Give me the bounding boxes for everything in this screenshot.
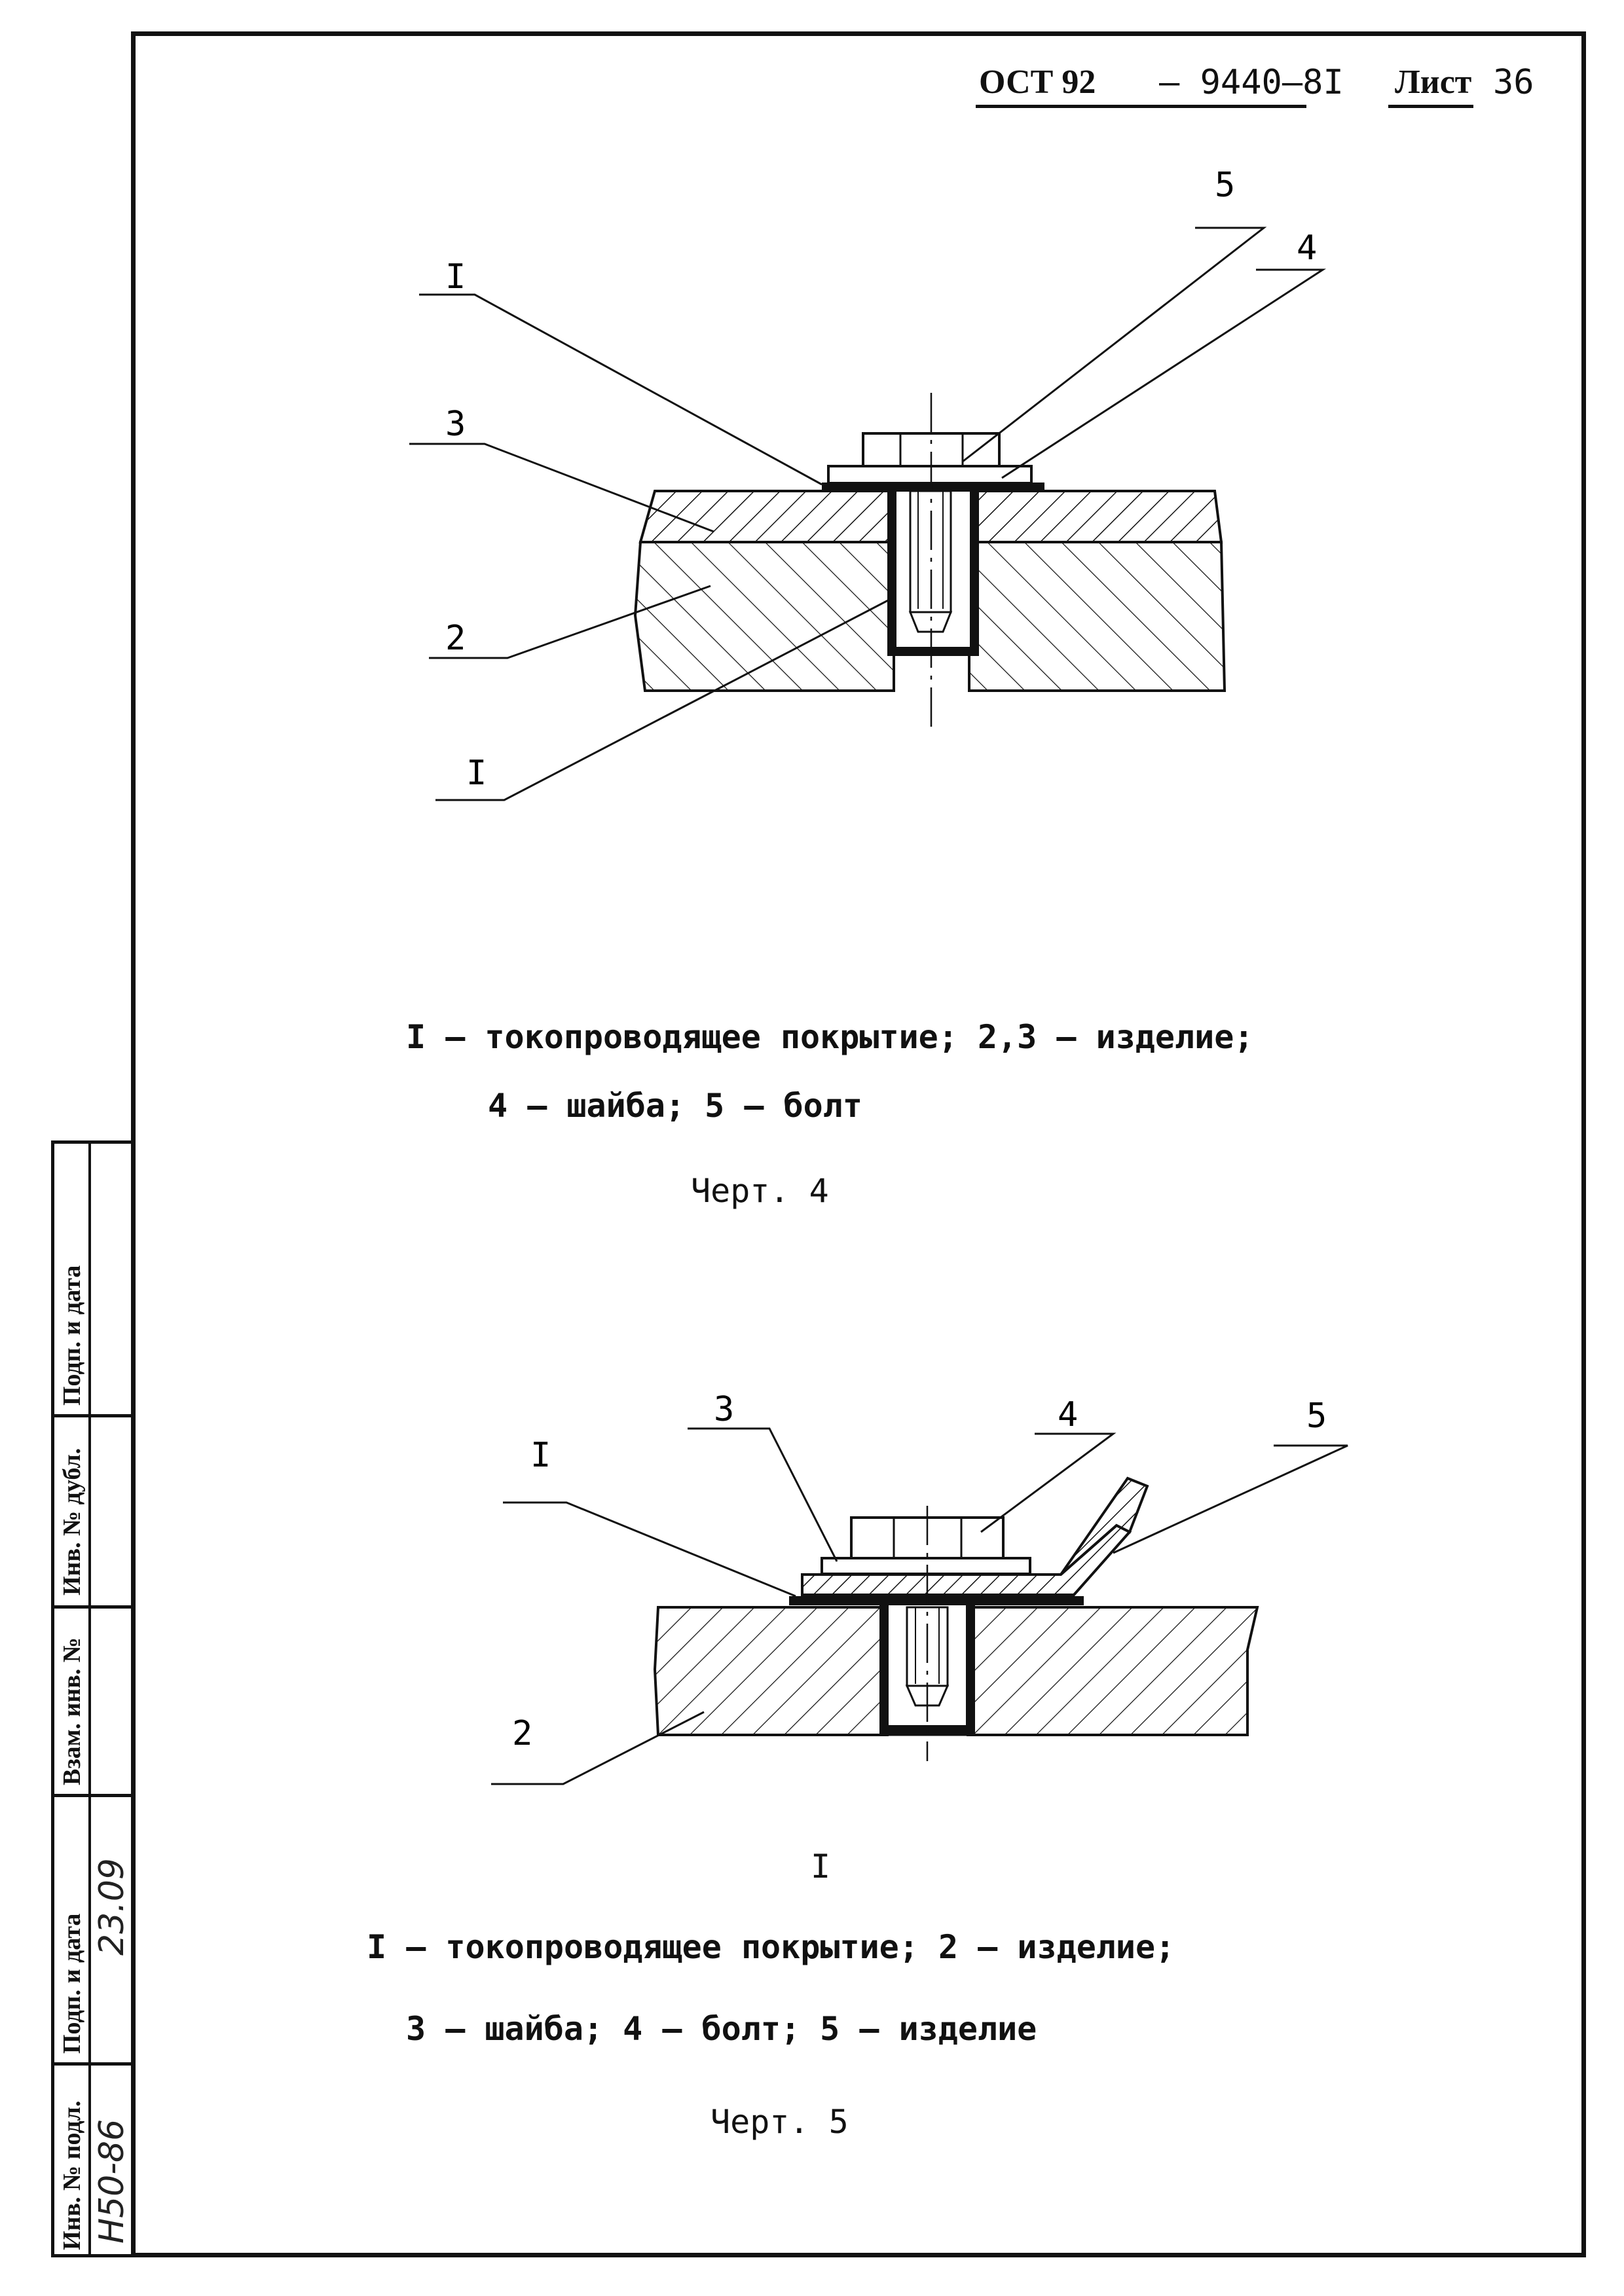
fig4-callout-4: 4 (1297, 228, 1317, 268)
stamp-handwritten-date: 23.09 (92, 1858, 132, 1956)
fig4-callout-3: 3 (445, 405, 466, 444)
sheet-label: Лист (1395, 64, 1472, 101)
fig5-callout-4: 4 (1058, 1395, 1078, 1434)
fig5-callout-2: 2 (512, 1714, 532, 1753)
header-underline-code (976, 105, 1306, 108)
stamp-column-divider (88, 1144, 91, 2254)
stamp-row-divider (54, 1794, 131, 1797)
fig5-part-2 (653, 1606, 1259, 1736)
fig4-part-3 (638, 490, 1223, 543)
fig5-callout-5: 5 (1306, 1396, 1327, 1436)
fig5-washer (821, 1557, 1031, 1575)
fig4-callout-5: 5 (1215, 166, 1235, 205)
stamp-label-orig-inv: Инв. № подл. (58, 2100, 86, 2250)
fig5-leaders (491, 1427, 1348, 1785)
fig4-legend-line-1: I – токопроводящее покрытие; 2,3 – издел… (406, 1018, 1254, 1056)
fig4-legend-line-2: 4 – шайба; 5 – болт (488, 1087, 862, 1125)
fig5-part-5 (801, 1476, 1149, 1596)
fig5-callout-1: I (530, 1436, 551, 1475)
stamp-row-divider (54, 1414, 131, 1417)
stamp-label-sign-date-1: Подп. и дата (58, 1265, 86, 1406)
standard-number: – 9440–8I (1159, 63, 1344, 102)
figure-5-drawing: I 3 4 5 2 (491, 1390, 1348, 1785)
stamp-label-sign-date-2: Подп. и дата (58, 1913, 86, 2054)
fig4-caption: Черт. 4 (691, 1172, 829, 1210)
fig4-callout-1-bottom: I (466, 754, 487, 793)
stamp-label-repl-inv: Взам. инв. № (58, 1637, 86, 1785)
sheet-number: 36 (1493, 63, 1534, 102)
fig5-legend-line-2: 3 – шайба; 4 – болт; 5 – изделие (406, 2010, 1037, 2048)
stamp-label-dup-inv: Инв. № дубл. (58, 1448, 86, 1595)
figure-4-drawing: I 3 2 I 5 4 (409, 166, 1327, 801)
header-underline-sheet (1388, 105, 1473, 108)
fig4-leaders (409, 227, 1327, 801)
fig5-view-label: I (811, 1848, 831, 1886)
fig5-legend-line-1: I – токопроводящее покрытие; 2 – изделие… (367, 1928, 1175, 1966)
fig4-washer (827, 465, 1033, 484)
fig4-callout-2: 2 (445, 619, 466, 658)
fig4-callout-1-top: I (445, 257, 466, 297)
standard-code: ОСТ 92 (979, 64, 1096, 101)
stamp-row-divider (54, 2062, 131, 2066)
stamp-row-divider (54, 1605, 131, 1609)
fig5-caption: Черт. 5 (710, 2103, 849, 2141)
stamp-handwritten-inv: Н50-86 (92, 2119, 132, 2244)
fig5-callout-3: 3 (714, 1390, 734, 1429)
drawing-frame (131, 31, 1586, 2257)
side-stamp: Подп. и дата Инв. № дубл. Взам. инв. № П… (51, 1140, 132, 2257)
